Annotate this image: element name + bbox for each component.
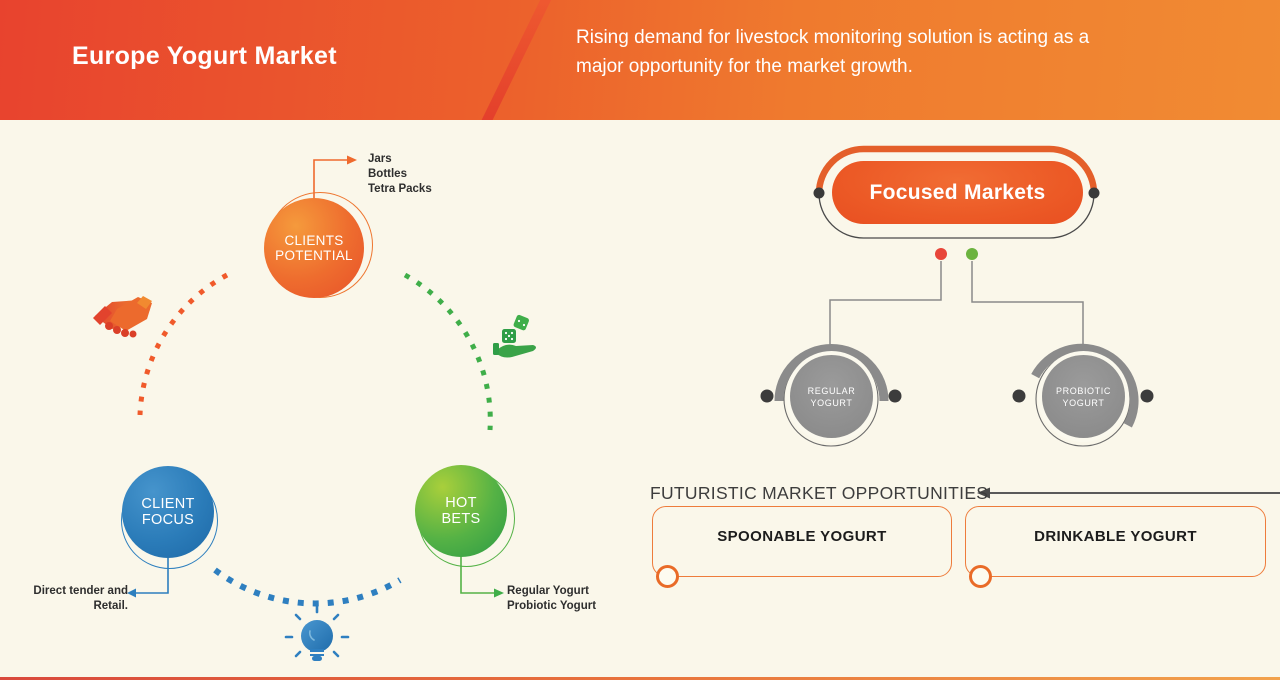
opportunity-marker-2 <box>969 565 992 588</box>
opportunities-heading: FUTURISTIC MARKET OPPORTUNITIES <box>650 483 989 503</box>
segment-regular-yogurt: REGULAR YOGURT <box>790 355 873 438</box>
dotted-arc-orange <box>137 272 229 416</box>
focused-markets-pill: Focused Markets <box>832 161 1083 224</box>
connector-regular <box>829 261 942 346</box>
header-banner: Europe Yogurt Market Rising demand for l… <box>0 0 1280 120</box>
dice-hand-icon <box>493 314 536 358</box>
header-diagonal-stripe <box>472 0 557 120</box>
opportunity-spoonable-yogurt: SPOONABLE YOGURT <box>652 506 952 577</box>
hot-bets-note: Regular Yogurt Probiotic Yogurt <box>507 585 597 612</box>
regular-branch-dot <box>935 248 947 260</box>
dotted-arc-blue <box>213 567 402 607</box>
ring-dot-right <box>1088 187 1100 199</box>
clients-potential-circle: CLIENTS POTENTIAL <box>264 198 364 298</box>
ring-dot-left <box>813 187 825 199</box>
opportunity-marker-1 <box>656 565 679 588</box>
dotted-arc-green <box>403 272 493 431</box>
header-subtitle: Rising demand for livestock monitoring s… <box>576 27 1090 77</box>
bottom-accent-line <box>0 677 1280 680</box>
lightbulb-icon <box>284 604 350 661</box>
hot-bets-circle: HOT BETS <box>415 465 507 557</box>
segment-probiotic-yogurt: PROBIOTIC YOGURT <box>1042 355 1125 438</box>
opportunities-arrow <box>977 487 1280 499</box>
client-focus-note: Direct tender and Retail. <box>33 585 128 612</box>
handshake-icon <box>93 296 152 338</box>
opportunity-drinkable-yogurt: DRINKABLE YOGURT <box>965 506 1266 577</box>
client-focus-circle: CLIENT FOCUS <box>122 466 214 558</box>
probiotic-branch-dot <box>966 248 978 260</box>
connector-probiotic <box>971 261 1084 346</box>
clients-potential-note: Jars Bottles Tetra Packs <box>368 153 432 195</box>
page-title: Europe Yogurt Market <box>72 42 337 70</box>
